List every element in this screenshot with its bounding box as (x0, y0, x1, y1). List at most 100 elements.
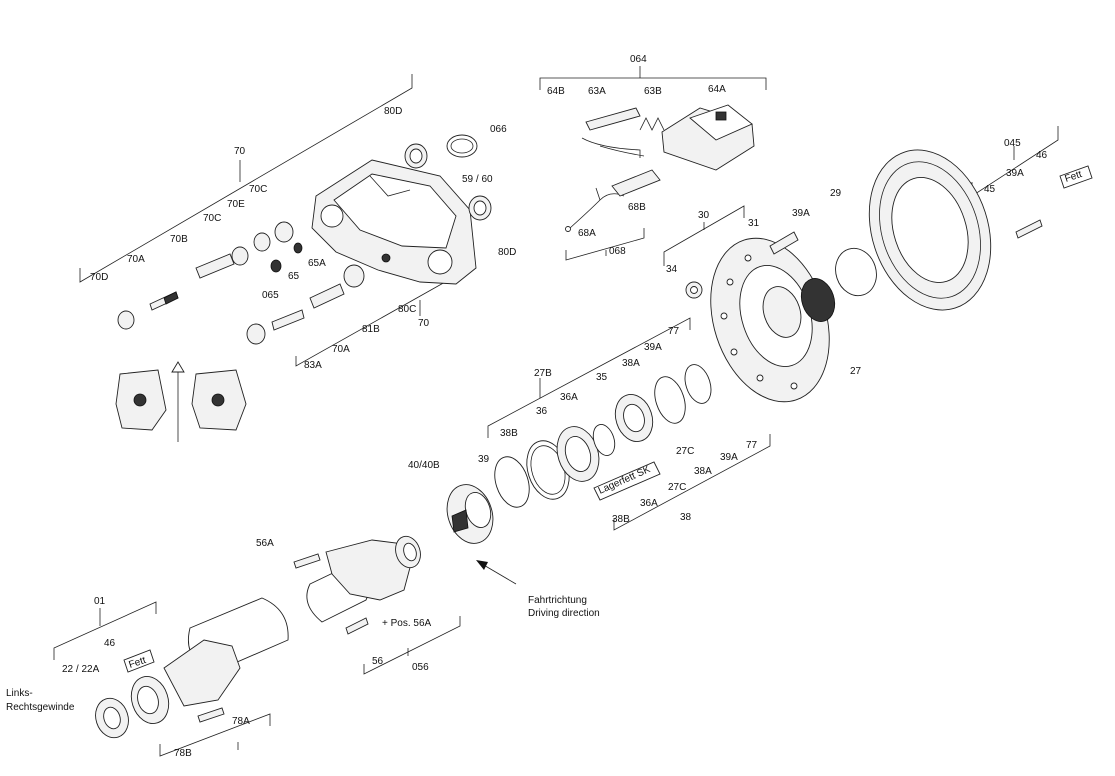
bolt-45 (1015, 219, 1043, 239)
callout-68B: 68B (628, 202, 646, 213)
callout-78B: 78B (174, 748, 192, 759)
callout-63A: 63A (588, 86, 606, 97)
bearing-36 (556, 426, 600, 482)
screw-65 (270, 242, 303, 273)
callout-22-22A: 22 / 22A (62, 664, 100, 675)
nut-22 (95, 697, 129, 739)
axle-bracket-body (325, 535, 421, 601)
bolt-70A-lower (271, 309, 305, 331)
callout-35: 35 (596, 372, 608, 383)
callout-31: 31 (748, 218, 760, 229)
wheel-hub-27 (710, 237, 836, 403)
callout-46-top: 46 (1036, 150, 1048, 161)
lagerfett-tag: Lagerfett SK (593, 461, 661, 501)
axle-stub-body (130, 639, 241, 724)
seal-80D-top (404, 143, 428, 169)
callout-38-b: 38 (680, 512, 692, 523)
seal-80D-right (468, 195, 492, 221)
callout-64B: 64B (547, 86, 565, 97)
callout-70D: 70D (90, 272, 108, 283)
callout-39A-mid: 39A (792, 208, 810, 219)
callout-065: 065 (262, 290, 279, 301)
callout-65: 65 (288, 271, 300, 282)
callout-39: 39 (478, 454, 490, 465)
callout-70A-b: 70A (332, 344, 350, 355)
callout-29: 29 (830, 188, 842, 199)
callout-27C-b: 27C (668, 482, 686, 493)
callout-56A: 56A (256, 538, 274, 549)
callout-70-top: 70 (234, 146, 246, 157)
nut-34 (685, 281, 703, 299)
driving-direction-en: Driving direction (528, 608, 600, 619)
callout-70C-b: 70C (203, 213, 221, 224)
thread-note-line1: Links- (6, 688, 33, 699)
cap-83A (246, 323, 266, 345)
guide-bolt-70A (149, 291, 179, 311)
callout-70A-a: 70A (127, 254, 145, 265)
stud-31 (769, 231, 799, 255)
callout-27C-a: 27C (676, 446, 694, 457)
callout-39A-c: 39A (720, 452, 738, 463)
caliper-mirror-views (115, 361, 247, 442)
callout-65A: 65A (308, 258, 326, 269)
callout-064: 064 (630, 54, 647, 65)
callout-045: 045 (1004, 138, 1021, 149)
callout-36A-b: 36A (640, 498, 658, 509)
callout-46-bottom: 46 (104, 638, 116, 649)
callout-80D-right: 80D (498, 247, 516, 258)
caliper-housing (311, 159, 477, 285)
driving-direction-de: Fahrtrichtung (528, 595, 587, 606)
bearing-35 (614, 394, 654, 442)
callout-38B-b: 38B (612, 514, 630, 525)
callout-40-40B: 40/40B (408, 460, 440, 471)
callout-70-bottom: 70 (418, 318, 430, 329)
callout-36-a: 36 (536, 406, 548, 417)
callout-056: 056 (412, 662, 429, 673)
callout-068: 068 (609, 246, 626, 257)
brake-pad-64A (661, 104, 755, 171)
fett-tag-bottom: Fett (123, 649, 155, 673)
callout-36A-a: 36A (560, 392, 578, 403)
callout-77-b: 77 (746, 440, 758, 451)
callout-80D-top: 80D (384, 106, 402, 117)
callout-70C-a: 70C (249, 184, 267, 195)
fett-label-top: Fett (1064, 169, 1084, 185)
group-70-caliper: 80D 066 70 59 / 60 70C 70E 70C 70B 70A 7… (79, 74, 516, 371)
group-045-brake-disc: Fett 045 46 39A 45 29 (830, 126, 1093, 311)
cap-70D (117, 310, 135, 330)
callout-83A: 83A (304, 360, 322, 371)
group-064-pad-kit: 064 64B 63A 63B 64A 68B 68A 068 (539, 54, 767, 261)
guide-bushing-70C (253, 221, 294, 252)
group-27B-bearing-set: 77 39A 27B 38A 35 36A 36 38B 39 (478, 317, 712, 508)
callout-39A-top: 39A (1006, 168, 1024, 179)
callout-38B-a: 38B (500, 428, 518, 439)
bolt-56 (345, 617, 369, 635)
driving-direction-indicator: Fahrtrichtung Driving direction (476, 560, 600, 619)
guide-sleeve-70B (195, 253, 235, 279)
callout-38A-b: 38A (694, 466, 712, 477)
pin-78 (197, 707, 225, 723)
callout-38A-a: 38A (622, 358, 640, 369)
group-30-hub: 30 31 39A 34 27 (663, 205, 877, 403)
callout-39A-b: 39A (644, 342, 662, 353)
retaining-plate-63A (581, 107, 645, 158)
callout-066: 066 (490, 124, 507, 135)
pos-56A-note: + Pos. 56A (382, 618, 432, 629)
ring-39 (494, 456, 530, 508)
callout-30: 30 (698, 210, 710, 221)
callout-70B: 70B (170, 234, 188, 245)
callout-68A: 68A (578, 228, 596, 239)
wear-sensor-68A (565, 169, 661, 232)
brake-disc-29 (868, 149, 992, 311)
fett-label-bottom: Fett (128, 655, 148, 671)
bushing-70C-small (231, 246, 249, 266)
ring-39A-inner (684, 364, 712, 404)
callout-27B: 27B (534, 368, 552, 379)
group-056-axle-bracket: 56A + Pos. 56A 56 056 (256, 535, 461, 675)
group-27C-bearing-set: Lagerfett SK 27C 77 39A 38A 27C 36A 38B … (593, 434, 771, 531)
thread-note-line2: Rechtsgewinde (6, 702, 75, 713)
callout-64A: 64A (708, 84, 726, 95)
callout-63B: 63B (644, 86, 662, 97)
callout-77-top: 77 (668, 326, 680, 337)
